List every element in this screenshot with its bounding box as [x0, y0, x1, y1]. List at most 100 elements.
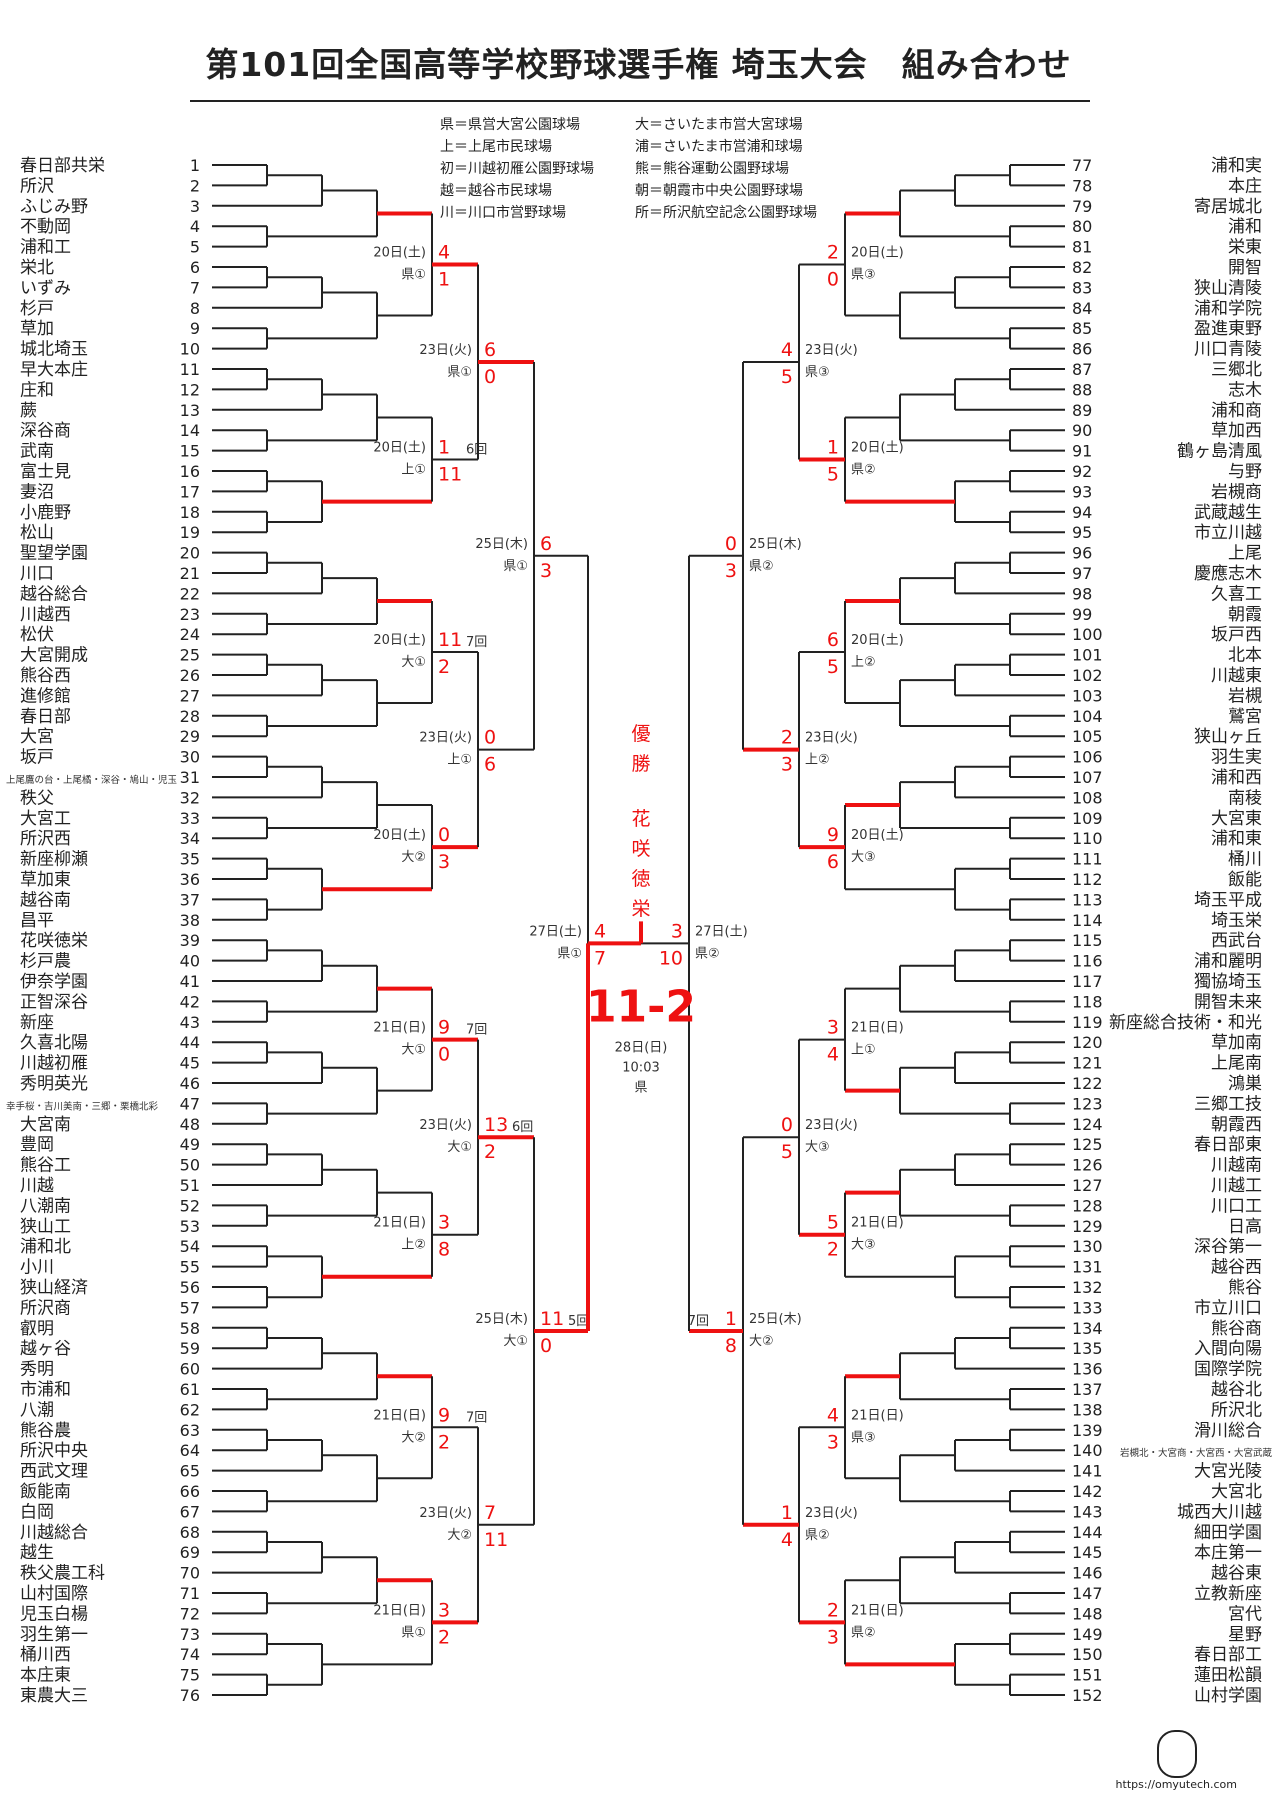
- score-top: 9: [827, 824, 839, 846]
- team-name: 本庄東: [20, 1666, 71, 1686]
- score-bottom: 0: [484, 366, 496, 388]
- team-name: 新座柳瀬: [20, 850, 88, 870]
- team-number: 147: [1072, 1584, 1103, 1603]
- team-number: 51: [180, 1176, 200, 1195]
- team-number: 132: [1072, 1278, 1103, 1297]
- team-number: 65: [180, 1462, 200, 1481]
- team-name: 南稜: [1228, 788, 1262, 808]
- team-name: 浦和: [1228, 217, 1262, 237]
- score-bottom: 2: [484, 1141, 496, 1163]
- team-name: 大宮開成: [20, 646, 88, 666]
- team-name: 所沢商: [20, 1298, 71, 1318]
- team-name: 秀明: [20, 1360, 54, 1380]
- score-bottom: 1: [438, 268, 450, 290]
- team-number: 131: [1072, 1258, 1103, 1277]
- team-name: 鶴ヶ島清風: [1177, 442, 1262, 462]
- score-bottom: 0: [540, 1335, 552, 1357]
- team-number: 134: [1072, 1319, 1103, 1338]
- match-date: 25日(木): [475, 1312, 528, 1327]
- match-venue: 大①: [401, 655, 426, 670]
- team-number: 14: [180, 421, 200, 440]
- team-number: 49: [180, 1135, 200, 1154]
- team-number: 104: [1072, 707, 1103, 726]
- match-venue: 県③: [805, 365, 830, 380]
- team-name: 草加東: [20, 870, 71, 890]
- team-name: 市立川口: [1194, 1298, 1262, 1318]
- team-name: 羽生実: [1211, 748, 1262, 768]
- team-name: 武蔵越生: [1194, 503, 1262, 523]
- team-number: 47: [180, 1094, 200, 1113]
- team-number: 63: [180, 1421, 200, 1440]
- team-number: 95: [1072, 523, 1092, 542]
- score-top: 2: [827, 1599, 839, 1621]
- team-name: 浦和北: [20, 1237, 71, 1257]
- match-venue: 県①: [447, 365, 472, 380]
- team-name: 草加: [20, 319, 54, 339]
- team-name: 不動岡: [20, 217, 71, 237]
- team-number: 23: [180, 605, 200, 624]
- team-name: 白岡: [20, 1502, 54, 1522]
- team-number: 36: [180, 870, 200, 889]
- team-name: 浦和西: [1211, 768, 1262, 788]
- team-name: 秩父: [20, 788, 54, 808]
- team-number: 126: [1072, 1156, 1103, 1175]
- match-venue: 県②: [851, 463, 876, 478]
- team-name: 慶應志木: [1194, 563, 1262, 584]
- team-number: 22: [180, 584, 200, 603]
- team-number: 31: [180, 768, 200, 787]
- team-name: 狭山清陵: [1194, 278, 1262, 298]
- team-number: 24: [180, 625, 200, 644]
- team-name: 春日部東: [1194, 1135, 1262, 1155]
- score-top: 0: [484, 727, 496, 749]
- team-number: 21: [180, 564, 200, 583]
- site-logo: [1157, 1730, 1197, 1778]
- watermark-url: https://omyutech.com: [1115, 1778, 1237, 1791]
- team-name: 川越東: [1211, 666, 1262, 686]
- team-number: 101: [1072, 646, 1103, 665]
- match-date: 20日(土): [851, 441, 904, 456]
- score-bottom: 0: [438, 1044, 450, 1066]
- score-top: 6: [540, 533, 552, 555]
- team-name: 川越工: [1211, 1176, 1262, 1196]
- team-name: 桶川西: [20, 1645, 71, 1665]
- score-bottom: 5: [827, 656, 839, 678]
- score-bottom: 8: [725, 1335, 737, 1357]
- team-name: 岩槻商: [1211, 482, 1262, 502]
- team-name: 鴻巣: [1228, 1074, 1262, 1094]
- team-number: 142: [1072, 1482, 1103, 1501]
- match-date: 21日(日): [851, 1603, 904, 1618]
- team-number: 112: [1072, 870, 1103, 889]
- score-top: 0: [725, 533, 737, 555]
- team-name: いずみ: [20, 278, 71, 298]
- score-bottom: 4: [827, 1044, 839, 1066]
- team-number: 135: [1072, 1339, 1103, 1358]
- team-name: 浦和東: [1211, 829, 1262, 849]
- team-name: 秩父農工科: [20, 1564, 105, 1584]
- score-top: 5: [827, 1212, 839, 1234]
- team-number: 73: [180, 1625, 200, 1644]
- match-venue: 大②: [401, 850, 426, 865]
- score-bottom: 0: [827, 268, 839, 290]
- team-name: 越ヶ谷: [20, 1339, 71, 1359]
- match-venue: 県①: [557, 946, 582, 961]
- team-name: 入間向陽: [1194, 1339, 1262, 1359]
- team-name: 越生: [20, 1543, 54, 1563]
- team-name: 狭山経済: [20, 1278, 88, 1298]
- team-name: 浦和麗明: [1194, 952, 1262, 972]
- team-name: 叡明: [20, 1319, 54, 1339]
- score-bottom: 6: [484, 754, 496, 776]
- team-name: 聖望学園: [20, 544, 88, 564]
- team-number: 100: [1072, 625, 1103, 644]
- match-date: 20日(土): [851, 633, 904, 648]
- champion-name-char: 栄: [631, 898, 650, 920]
- team-number: 59: [180, 1339, 200, 1358]
- team-number: 107: [1072, 768, 1103, 787]
- score-top: 3: [827, 1017, 839, 1039]
- legend-item: 浦＝さいたま市営浦和球場: [635, 139, 803, 155]
- team-number: 140: [1072, 1441, 1103, 1460]
- team-name: 本庄: [1228, 176, 1262, 196]
- team-number: 85: [1072, 319, 1092, 338]
- team-name: 宮代: [1228, 1604, 1262, 1624]
- team-name: 浦和実: [1211, 156, 1262, 176]
